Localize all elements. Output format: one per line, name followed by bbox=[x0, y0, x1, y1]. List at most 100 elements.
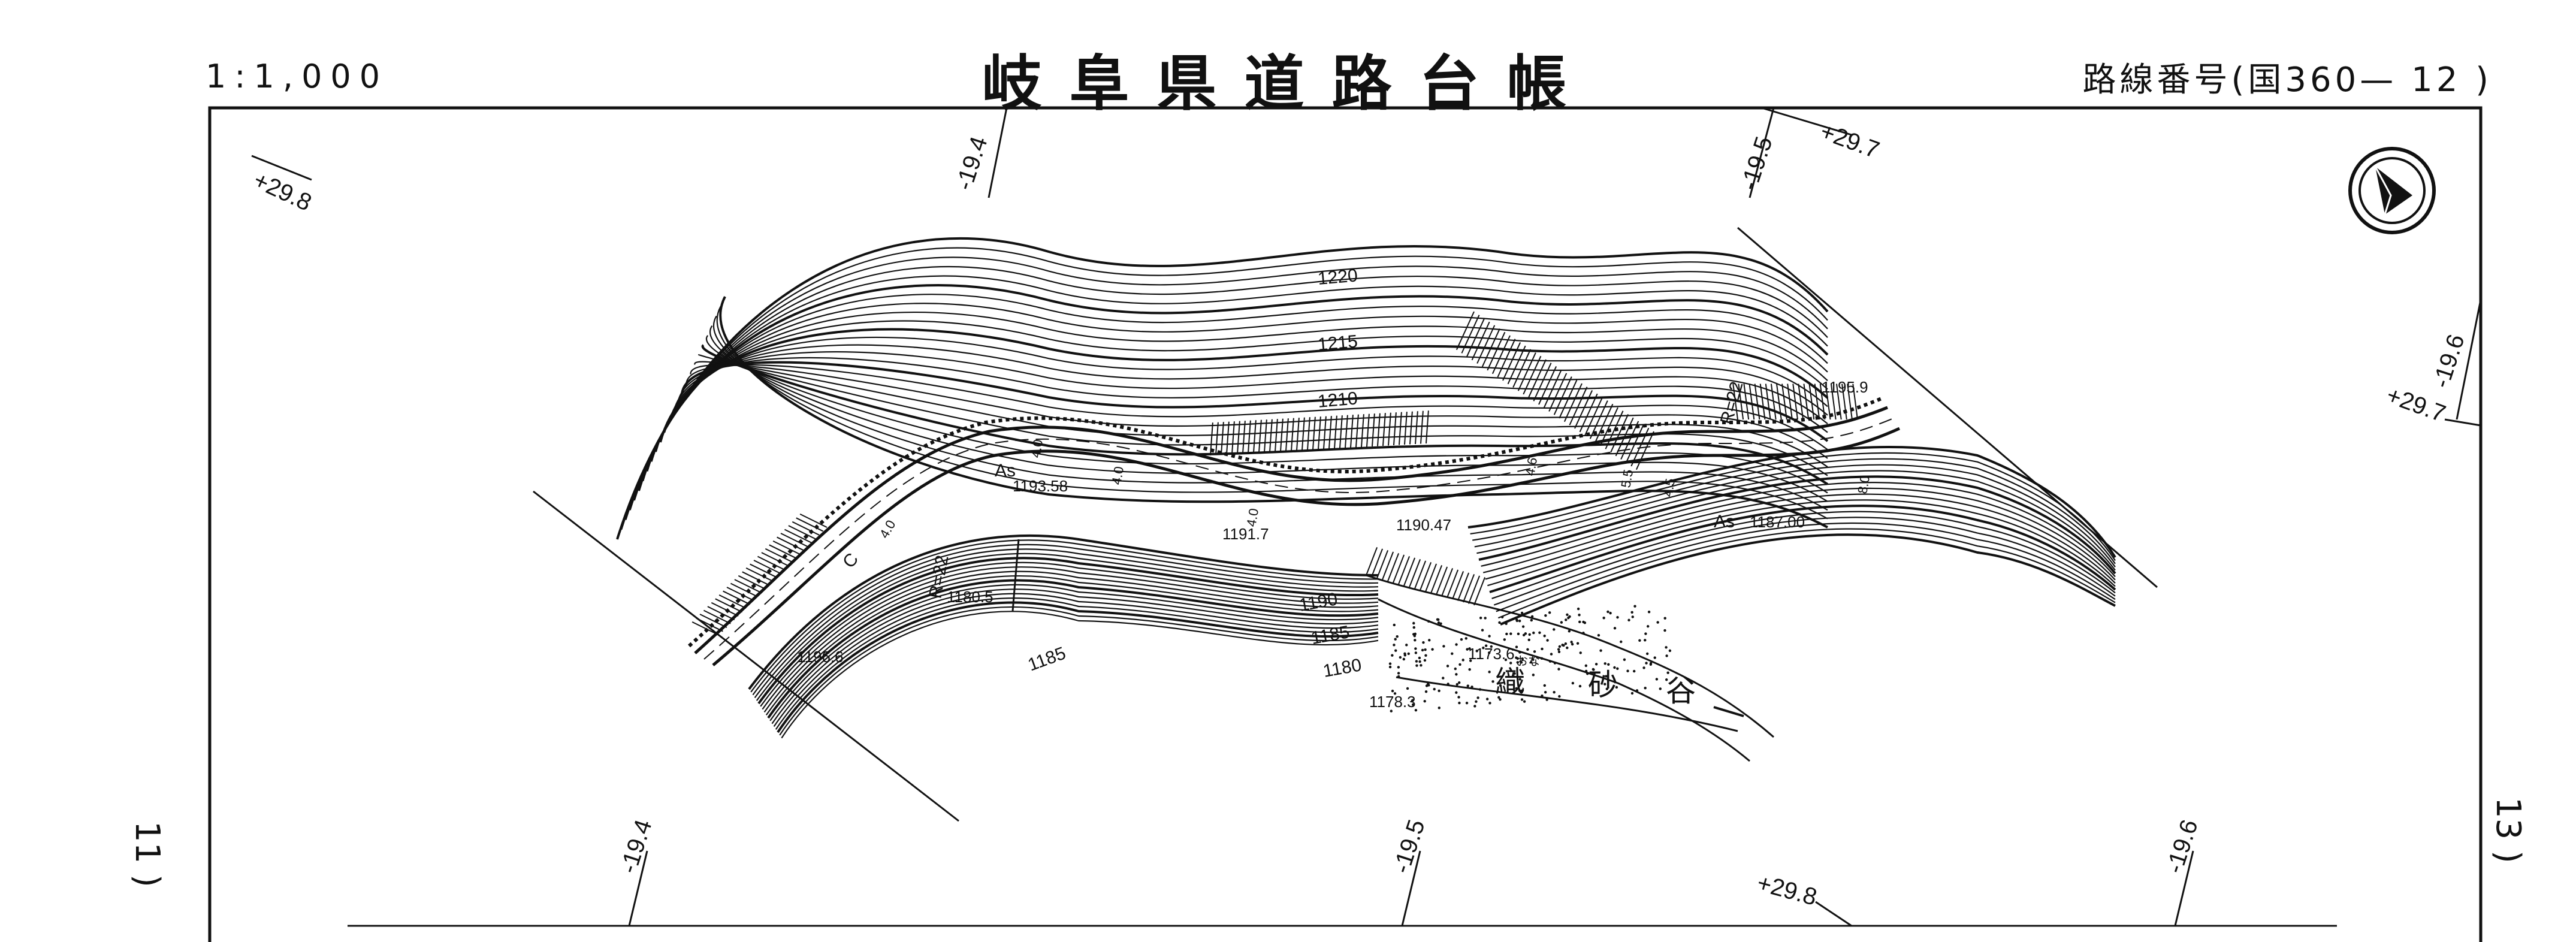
gravel-dot bbox=[1558, 645, 1562, 648]
grid-label: -19.5 bbox=[1388, 816, 1430, 876]
contour-line bbox=[1481, 482, 2116, 578]
gravel-dot bbox=[1512, 675, 1515, 678]
hatch-line bbox=[1852, 384, 1858, 420]
gravel-dot bbox=[1518, 651, 1521, 654]
gravel-dots bbox=[1388, 605, 1672, 712]
gravel-dot bbox=[1532, 658, 1535, 662]
gravel-dot bbox=[1484, 644, 1488, 647]
gravel-dot bbox=[1603, 683, 1606, 686]
contour-line bbox=[765, 575, 1379, 715]
gravel-dot bbox=[1393, 692, 1397, 695]
hatch-line bbox=[1307, 417, 1310, 451]
gravel-dot bbox=[1659, 687, 1662, 690]
gravel-dot bbox=[1497, 696, 1500, 699]
hatch-line bbox=[757, 555, 785, 570]
gravel-dot bbox=[1533, 650, 1536, 653]
elevation-label: 1178.3 bbox=[1369, 693, 1416, 711]
hatch-line bbox=[1814, 384, 1820, 420]
gravel-dot bbox=[1635, 689, 1639, 692]
hatch-line bbox=[1366, 413, 1370, 447]
gravel-dot bbox=[1458, 663, 1461, 666]
contour-line bbox=[762, 566, 1379, 710]
gravel-dot bbox=[1532, 674, 1535, 677]
hatch-line bbox=[1803, 384, 1810, 420]
hatch-line bbox=[1461, 315, 1480, 354]
gravel-dot bbox=[1578, 620, 1581, 624]
hatch-line bbox=[1275, 419, 1278, 452]
contour-line bbox=[769, 584, 1379, 721]
grid-ticks bbox=[251, 107, 2482, 927]
road-width-label: 4.5 bbox=[1660, 477, 1678, 497]
hatch-line bbox=[1355, 414, 1359, 448]
hatch-line bbox=[1285, 418, 1289, 452]
elevation-label: 1193.58 bbox=[1013, 477, 1068, 495]
gravel-dot bbox=[1609, 611, 1612, 615]
hatch-line bbox=[723, 590, 750, 605]
hatch-line bbox=[1387, 553, 1400, 582]
map-frame bbox=[208, 106, 2483, 942]
gravel-dot bbox=[1388, 662, 1392, 665]
gravel-dot bbox=[1668, 649, 1672, 653]
gravel-dot bbox=[1433, 687, 1436, 691]
hatch-line bbox=[1376, 550, 1389, 579]
gravel-dot bbox=[1468, 668, 1471, 671]
hatch-line bbox=[761, 552, 789, 567]
valley-name: 織 bbox=[1495, 665, 1525, 699]
gravel-dot bbox=[1423, 659, 1427, 662]
hatch-line bbox=[1436, 566, 1448, 595]
gravel-dot bbox=[1570, 641, 1573, 644]
gravel-dot bbox=[1457, 696, 1460, 699]
gravel-dot bbox=[1505, 622, 1508, 626]
gravel-dot bbox=[1527, 638, 1530, 641]
hatch-line bbox=[772, 540, 801, 555]
gravel-dot bbox=[1571, 681, 1575, 685]
gravel-dot bbox=[1394, 638, 1397, 641]
gravel-dot bbox=[1568, 630, 1571, 633]
gravel-dot bbox=[1521, 625, 1525, 628]
gravel-dot bbox=[1543, 635, 1546, 638]
gravel-dot bbox=[1475, 650, 1478, 653]
gravel-dot bbox=[1505, 632, 1508, 636]
hatch-line bbox=[1517, 352, 1536, 391]
hatch-line bbox=[1441, 568, 1454, 597]
hatch-line bbox=[1594, 403, 1614, 443]
road-width-label: 4.0 bbox=[1243, 507, 1261, 527]
hatch-line bbox=[718, 594, 747, 609]
gravel-dot bbox=[1606, 610, 1609, 614]
hatch-line bbox=[796, 517, 824, 532]
gravel-dot bbox=[1442, 677, 1445, 680]
hatch-line bbox=[1388, 412, 1391, 446]
gravel-dot bbox=[1412, 621, 1415, 625]
contour-line bbox=[638, 284, 1829, 491]
hatch-line bbox=[1242, 421, 1246, 454]
hatch-line bbox=[742, 571, 770, 586]
hatch-line bbox=[1507, 345, 1526, 385]
gravel-dot bbox=[1553, 662, 1557, 665]
gravel-dot bbox=[1545, 698, 1548, 701]
hatch-line bbox=[1787, 384, 1793, 420]
gravel-dot bbox=[1490, 645, 1493, 648]
hatch-line bbox=[1237, 421, 1240, 454]
elevation-label: 1195.9 bbox=[1822, 378, 1868, 396]
hatch-line bbox=[1732, 384, 1738, 420]
gravel-dot bbox=[1415, 660, 1418, 663]
gravel-dot bbox=[1470, 686, 1473, 689]
contour-line bbox=[1470, 452, 2116, 561]
gravel-dot bbox=[1647, 610, 1651, 614]
gravel-dot bbox=[1422, 641, 1425, 644]
gravel-dot bbox=[1515, 645, 1518, 648]
gravel-dot bbox=[1423, 700, 1426, 703]
hatch-line bbox=[1792, 384, 1798, 420]
contour-line bbox=[677, 357, 1828, 433]
hatch-line bbox=[1497, 339, 1516, 378]
gravel-dot bbox=[1473, 705, 1476, 708]
hatch-line bbox=[703, 609, 731, 624]
hatch-line bbox=[1481, 328, 1500, 367]
gravel-dot bbox=[1557, 650, 1561, 654]
contour-line bbox=[756, 552, 1379, 701]
hatch-line bbox=[750, 563, 777, 578]
road-width-label: 5.5 bbox=[1618, 468, 1636, 488]
contour-line bbox=[647, 303, 1828, 472]
hatch-line bbox=[1798, 384, 1804, 420]
hatch-line bbox=[792, 521, 820, 536]
